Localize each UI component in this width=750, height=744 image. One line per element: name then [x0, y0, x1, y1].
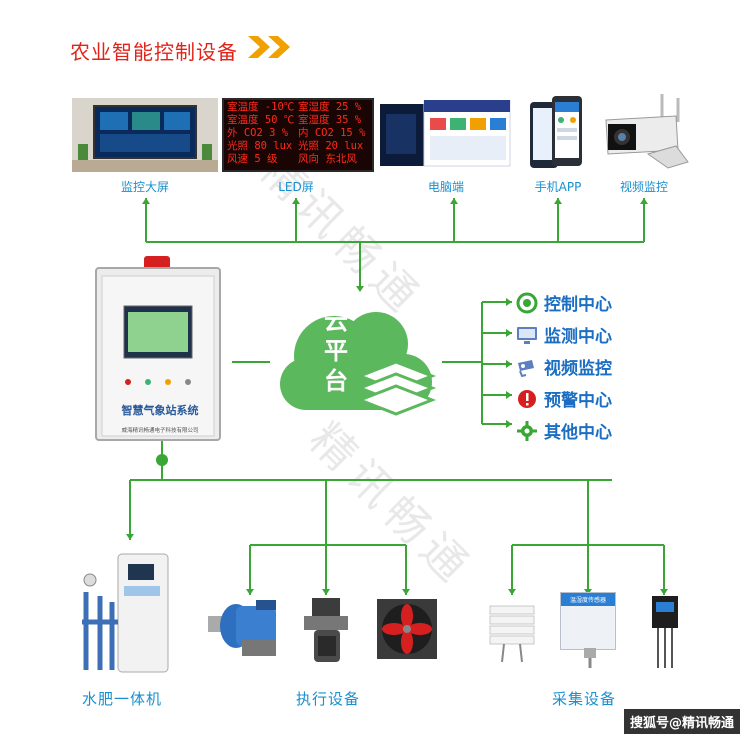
fertigation-machine-image [82, 553, 169, 673]
camera-image [605, 94, 689, 169]
led-cell: 室湿度 35 % [298, 114, 362, 126]
center-monitor[interactable]: 监测中心 [516, 322, 612, 347]
device-label-led: LED屏 [278, 180, 314, 194]
weather-station-cabinet [95, 256, 221, 441]
target-icon [516, 292, 538, 313]
soil-sensor-image [652, 596, 678, 668]
gear-icon [517, 420, 537, 441]
monitor-icon [517, 326, 537, 344]
monitor-wall-image [72, 98, 218, 172]
device-label-big-screen: 监控大屏 [120, 180, 169, 194]
device-label-camera: 视频监控 [619, 180, 668, 194]
device-label-pc: 电脑端 [427, 180, 464, 194]
page-title: 农业智能控制设备 [70, 40, 238, 64]
center-alert[interactable]: 预警中心 [516, 386, 612, 411]
device-label-app: 手机APP [534, 180, 582, 194]
group-label-sensors: 采集设备 [552, 690, 617, 708]
cloud-platform-icon [280, 312, 437, 416]
led-cell: 光照 20 lux [298, 140, 364, 152]
chevrons-icon [248, 36, 290, 58]
alert-icon [518, 389, 536, 408]
sensor-probe-image [584, 648, 596, 668]
source-watermark: 搜狐号@精讯畅通 [623, 709, 740, 734]
group-label-actuators: 执行设备 [296, 690, 361, 708]
group-label-fertigation: 水肥一体机 [82, 690, 163, 708]
station-company: 威海精讯畅通电子科技有限公司 [121, 428, 199, 434]
station-name: 智慧气象站系统 [121, 404, 199, 417]
led-cell: 内 CO2 15 % [298, 127, 366, 139]
led-cell: 光照 80 lux [227, 140, 293, 152]
led-screen: 室温度 -10℃ 室湿度 25 % 室温度 50 ℃ 室湿度 35 % 外 CO… [222, 98, 374, 172]
center-other[interactable]: 其他中心 [516, 418, 612, 443]
louvered-shelter-image [489, 605, 535, 663]
centers-list: 控制中心 监测中心 视频监控 预警中心 其他中心 [516, 290, 612, 443]
cloud-label: 云平台 [324, 307, 348, 395]
camera-icon [518, 359, 534, 377]
exhaust-fan-image [377, 599, 437, 659]
sensor-box: 温湿度传感器 [560, 592, 616, 650]
sensor-box-label: 温湿度传感器 [561, 593, 615, 606]
led-cell: 外 CO2 3 % [227, 127, 289, 139]
gear-motor-image [208, 600, 276, 656]
led-cell: 室温度 -10℃ [227, 101, 295, 113]
center-control[interactable]: 控制中心 [516, 290, 612, 315]
led-cell: 风向 东北风 [298, 153, 357, 165]
mobile-app-image [530, 96, 582, 168]
led-cell: 室湿度 25 % [298, 101, 362, 113]
pc-dashboard-image [380, 100, 511, 167]
pump-image [304, 598, 348, 662]
led-cell: 风速 5 级 [227, 153, 278, 165]
led-cell: 室温度 50 ℃ [227, 114, 295, 126]
center-video[interactable]: 视频监控 [516, 354, 612, 379]
